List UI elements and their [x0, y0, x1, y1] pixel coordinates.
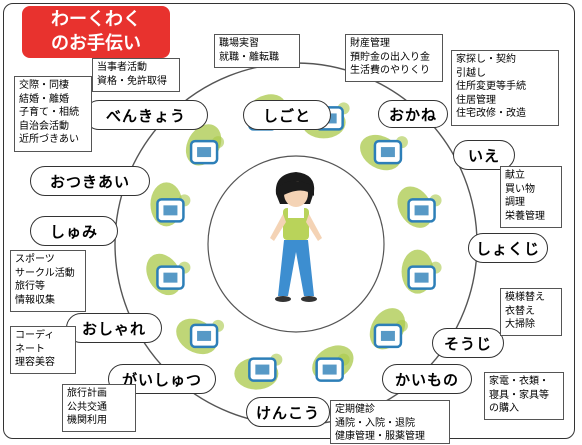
detail-item: 家電・衣類・ [489, 376, 549, 387]
detail-item: 理容美容 [15, 357, 55, 368]
detail-item: コーディ [15, 330, 55, 341]
detail-item: 引越し [456, 67, 486, 79]
details-souji: 模様替え 衣替え 大掃除 [500, 288, 562, 336]
detail-item: 生活費のやりくり [350, 65, 430, 76]
label-souji: そうじ [432, 328, 504, 358]
bag-icon [156, 198, 185, 223]
details-shokuji: 献立 買い物 調理 栄養管理 [500, 166, 562, 228]
details-ie: 家探し・契約 引越し 住所変更等手続 住居管理 住宅改修・改造 [451, 50, 559, 126]
detail-item: サークル活動 [15, 267, 75, 279]
detail-item: 住所変更等手続 [456, 81, 526, 92]
detail-item: 資格・免許取得 [97, 75, 167, 87]
details-benkyou: 当事者活動 資格・免許取得 [92, 58, 180, 92]
stethoscope-icon [248, 357, 277, 382]
detail-item: 財産管理 [350, 38, 390, 49]
detail-item: ネート [15, 343, 45, 355]
label-kaimono: かいもの [382, 364, 472, 394]
detail-item: 当事者活動 [97, 62, 147, 73]
title-line-1: わーくわく [51, 9, 141, 30]
person-figure-icon [270, 172, 322, 302]
detail-item: 献立 [505, 170, 525, 181]
detail-item: 健康管理・服薬管理 [335, 431, 425, 442]
details-shumi: スポーツ サークル活動 旅行等 情報収集 [10, 250, 86, 312]
label-shumi: しゅみ [30, 216, 118, 246]
label-otsukiai: おつきあい [30, 166, 150, 196]
title-line-2: のお手伝い [51, 33, 141, 54]
details-shigoto: 職場実習 就職・離転職 [214, 34, 300, 68]
detail-item: の購入 [489, 403, 519, 414]
detail-item: 近所づきあい [19, 134, 79, 145]
detail-item: 職場実習 [219, 38, 259, 49]
detail-item: 情報収集 [15, 294, 55, 306]
detail-item: スポーツ [15, 254, 55, 265]
detail-item: 機関利用 [67, 415, 107, 426]
detail-item: 調理 [505, 197, 525, 208]
vacuum-icon [373, 323, 403, 349]
car-icon [189, 323, 219, 349]
label-benkyou: べんきょう [84, 100, 208, 130]
detail-item: 衣替え [505, 305, 535, 317]
detail-item: 買い物 [505, 183, 535, 195]
detail-item: 就職・離転職 [219, 51, 279, 63]
details-gaishutsu: 旅行計画 公共交通 機関利用 [62, 384, 136, 432]
detail-item: 子育て・相続 [19, 107, 79, 118]
shopping-cart-icon [315, 357, 344, 382]
high-heel-icon [156, 265, 185, 290]
label-ie: いえ [453, 140, 515, 170]
label-oshare: おしゃれ [66, 313, 162, 343]
detail-item: 模様替え [505, 292, 545, 303]
label-okane: おかね [378, 100, 448, 128]
detail-item: 定期健診 [335, 404, 375, 415]
detail-item: 大掃除 [505, 319, 535, 330]
heart-arrow-icon [189, 139, 219, 165]
detail-item: 寝具・家具等 [489, 389, 549, 401]
detail-item: 通院・入院・退院 [335, 417, 415, 429]
detail-item: 結婚・離婚 [19, 93, 69, 105]
label-shigoto: しごと [243, 100, 331, 130]
detail-item: 公共交通 [67, 401, 107, 413]
label-kenkou: けんこう [246, 397, 330, 427]
detail-item: 旅行計画 [67, 388, 107, 399]
detail-item: 自治会活動 [19, 120, 69, 132]
details-kaimono: 家電・衣類・ 寝具・家具等 の購入 [484, 372, 564, 420]
detail-item: 旅行等 [15, 281, 45, 292]
details-otsukiai: 交際・同棲 結婚・離婚 子育て・相続 自治会活動 近所づきあい [14, 76, 92, 152]
detail-item: 預貯金の出入り金 [350, 51, 430, 63]
money-icon [373, 139, 403, 165]
plate-cutlery-icon [407, 265, 436, 290]
detail-item: 栄養管理 [505, 210, 545, 222]
details-oshare: コーディ ネート 理容美容 [10, 326, 76, 374]
detail-item: 住宅改修・改造 [456, 108, 526, 119]
detail-item: 住居管理 [456, 94, 496, 106]
title-badge: わーくわく のお手伝い [22, 6, 170, 58]
details-okane: 財産管理 預貯金の出入り金 生活費のやりくり [345, 34, 443, 82]
detail-item: 家探し・契約 [456, 54, 516, 65]
details-kenkou: 定期健診 通院・入院・退院 健康管理・服薬管理 [330, 400, 450, 444]
label-shokuji: しょくじ [468, 233, 548, 263]
detail-item: 交際・同棲 [19, 80, 69, 91]
house-icon [407, 198, 436, 223]
